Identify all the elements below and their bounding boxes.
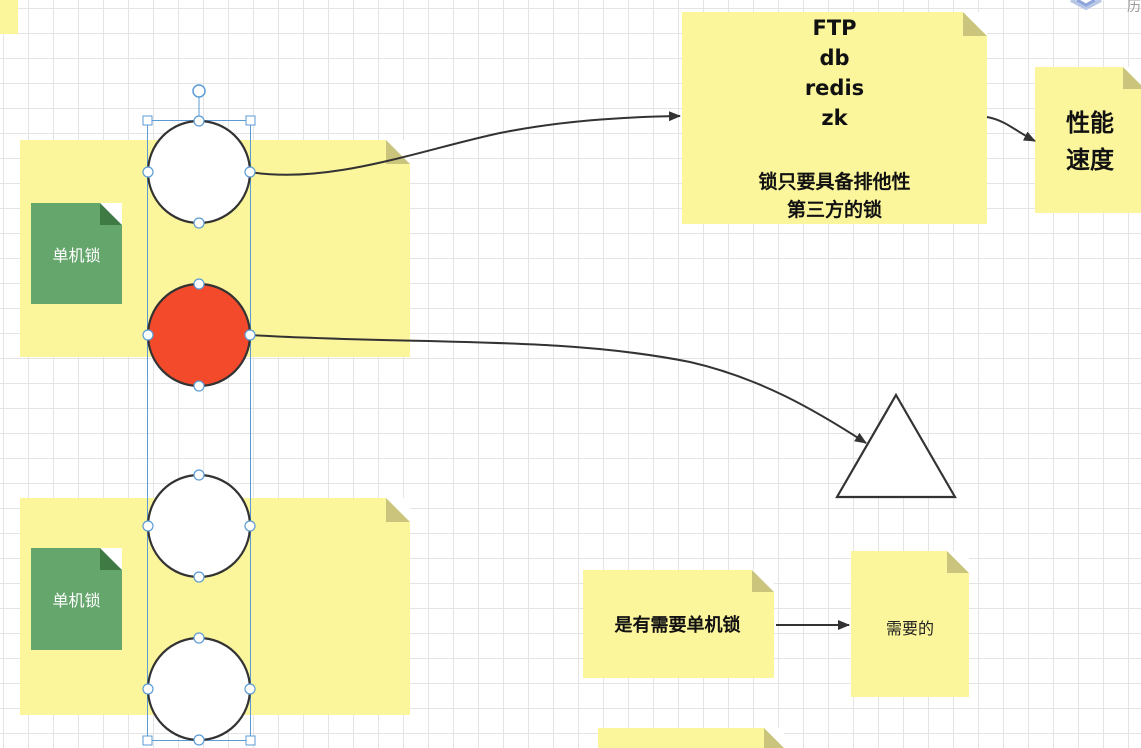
circle-2-handle-bottom[interactable] <box>193 380 205 392</box>
needed-label: 需要的 <box>885 619 934 638</box>
circle-1-handle-bottom[interactable] <box>193 217 205 229</box>
circle-1-handle-right[interactable] <box>244 166 256 178</box>
circle-3-handle-top[interactable] <box>193 469 205 481</box>
performance-text: 性能 速度 <box>1035 105 1141 179</box>
resize-handle-bottom-left[interactable] <box>142 735 153 746</box>
corner-text: 历 <box>1127 0 1141 15</box>
resize-handle-top-left[interactable] <box>142 115 153 126</box>
storage-item-ftp: FTP <box>812 16 857 40</box>
need-single-lock-note[interactable]: 是有需要单机锁 <box>583 570 774 678</box>
circle-3-handle-right[interactable] <box>244 520 256 532</box>
single-lock-label-bottom: 单机锁 <box>52 591 101 610</box>
circle-2-handle-top[interactable] <box>193 278 205 290</box>
storage-item-redis: redis <box>804 76 865 100</box>
storage-list: FTP db redis zk <box>682 13 987 133</box>
circle-1[interactable] <box>146 119 252 225</box>
needed-label-wrap: 需要的 <box>851 551 969 703</box>
circle-2-handle-right[interactable] <box>244 329 256 341</box>
resize-handle-bottom-right[interactable] <box>245 735 256 746</box>
circle-3-handle-bottom[interactable] <box>193 571 205 583</box>
circle-1-handle-left[interactable] <box>142 166 154 178</box>
partial-sticky-note-edge <box>0 0 18 34</box>
circle-3-handle-left[interactable] <box>142 520 154 532</box>
app-logo-icon <box>1070 0 1102 11</box>
speed-line: 速度 <box>1066 146 1114 174</box>
circle-2-handle-left[interactable] <box>142 329 154 341</box>
connector-circle1-to-storage-note[interactable] <box>249 111 681 176</box>
single-lock-note-top[interactable]: 单机锁 <box>31 203 122 304</box>
connector-storage-to-performance[interactable] <box>986 116 1036 142</box>
single-lock-label-top: 单机锁 <box>52 245 101 265</box>
third-party-lock-line: 第三方的锁 <box>786 199 882 221</box>
performance-speed-note[interactable]: 性能 速度 <box>1035 67 1141 213</box>
need-single-lock-label: 是有需要单机锁 <box>614 615 741 636</box>
sticky-note-bottom-partial[interactable] <box>598 728 784 748</box>
circle-4-handle-top[interactable] <box>193 632 205 644</box>
single-lock-note-bottom[interactable]: 单机锁 <box>31 548 122 650</box>
resize-handle-top-right[interactable] <box>245 115 256 126</box>
circle-4-handle-left[interactable] <box>142 683 154 695</box>
circle-4-handle-right[interactable] <box>244 683 256 695</box>
storage-item-zk: zk <box>821 106 848 130</box>
connector-circle2-to-triangle[interactable] <box>249 334 867 444</box>
circle-4[interactable] <box>146 636 252 742</box>
circle-2[interactable] <box>146 282 252 388</box>
circle-4-handle-bottom[interactable] <box>193 734 205 746</box>
storage-options-note[interactable]: FTP db redis zk 锁只要具备排他性 第三方的锁 <box>682 12 987 224</box>
triangle-shape[interactable] <box>835 392 957 499</box>
needed-note[interactable]: 需要的 <box>851 551 969 697</box>
circle-1-handle-top[interactable] <box>193 115 205 127</box>
need-single-lock-label-wrap: 是有需要单机锁 <box>583 570 760 678</box>
storage-item-db: db <box>819 46 850 70</box>
lock-requirement-text: 锁只要具备排他性 第三方的锁 <box>682 168 987 224</box>
circle-3[interactable] <box>146 473 252 579</box>
circle-stack <box>142 115 256 746</box>
rotate-handle-icon[interactable] <box>192 84 206 98</box>
performance-line: 性能 <box>1066 109 1114 137</box>
lock-exclusive-line: 锁只要具备排他性 <box>758 171 911 193</box>
